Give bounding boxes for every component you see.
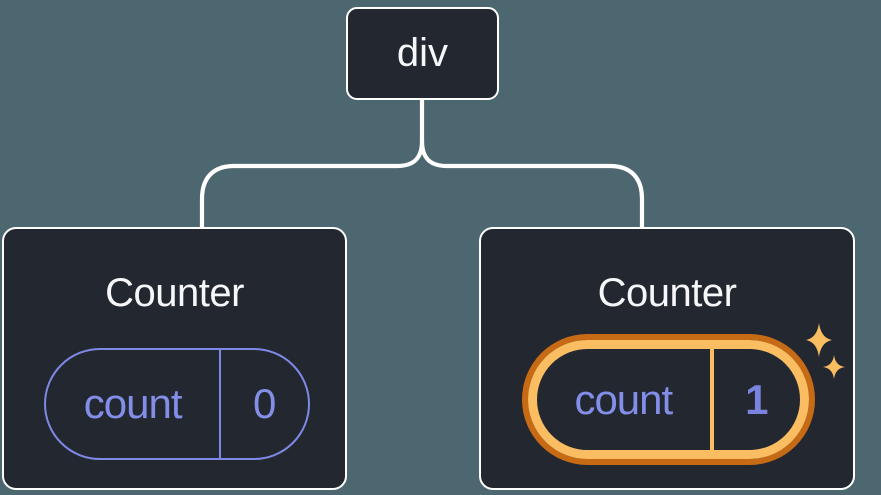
sparkles-icon [806,323,845,379]
state-pill: count 0 [44,348,310,460]
counter-title: Counter [105,271,244,315]
root-node: div [346,7,499,100]
connector-right-branch [419,138,645,231]
counter-node-right: Counter count 1 [479,227,855,490]
counter-title: Counter [597,271,737,315]
state-value: 0 [252,380,277,427]
state-key-label: count [574,375,673,423]
counter-node-left: Counter count 0 [2,227,347,490]
sparkle-large [806,323,832,357]
state-key-label: count [83,380,183,427]
pill-divider [219,350,222,458]
state-value: 1 [745,375,769,423]
sparkle-small [823,355,845,379]
pill-divider [709,349,714,450]
state-pill-highlighted: count 1 [528,340,809,459]
root-node-label: div [396,31,449,75]
connector-left-branch [199,138,425,231]
